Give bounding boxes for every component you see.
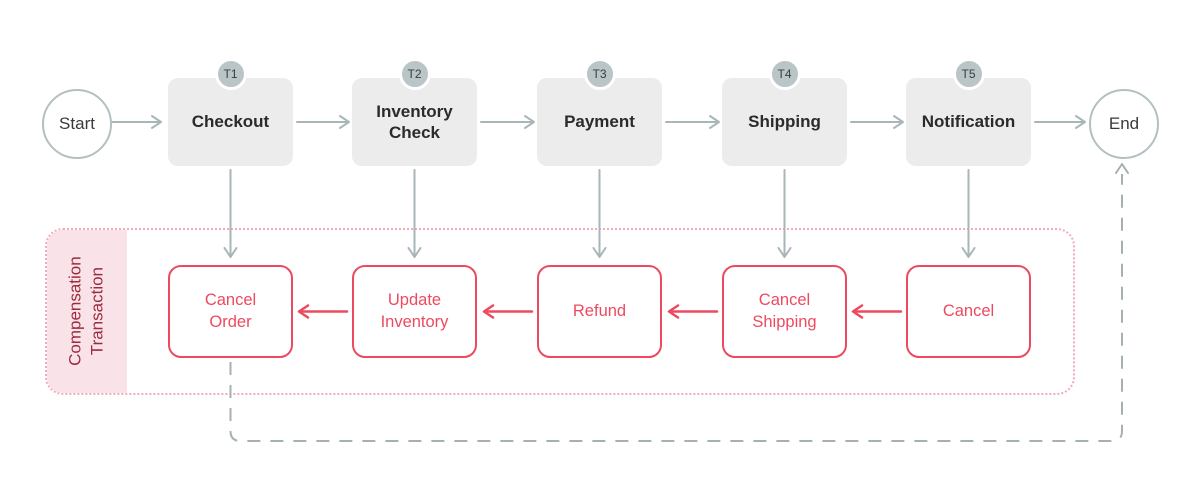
arrow-checkout-to-inventory-check <box>296 115 350 129</box>
comp-step-refund: Refund <box>537 265 662 358</box>
step-label-notification: Notification <box>921 112 1016 132</box>
step-badge-t4: T4 <box>768 58 801 90</box>
comp-step-cancel-order: Cancel Order <box>168 265 293 358</box>
step-checkout: T1 Checkout <box>168 58 293 166</box>
comp-step-cancel-shipping: Cancel Shipping <box>722 265 847 358</box>
step-inventory-check: T2 Inventory Check <box>352 58 477 166</box>
node-end: End <box>1089 89 1159 159</box>
step-badge-t2: T2 <box>398 58 431 90</box>
comp-label-refund: Refund <box>572 301 627 320</box>
comp-label-update-inventory: Update Inventory <box>380 291 449 331</box>
arrow-shipping-to-notification <box>850 115 904 129</box>
step-badge-t3: T3 <box>583 58 616 90</box>
step-shipping: T4 Shipping <box>722 58 847 166</box>
step-label-shipping: Shipping <box>748 112 821 132</box>
comp-label-cancel-shipping: Cancel Shipping <box>752 291 817 331</box>
step-badge-t5: T5 <box>952 58 985 90</box>
step-badge-t1: T1 <box>214 58 247 90</box>
arrow-start-to-checkout <box>109 115 162 129</box>
comp-step-update-inventory: Update Inventory <box>352 265 477 358</box>
step-label-checkout: Checkout <box>191 112 270 132</box>
comp-label-cancel-order: Cancel Order <box>204 291 257 331</box>
start-label: Start <box>59 114 95 133</box>
compensation-title: Compensation Transaction <box>65 256 107 367</box>
comp-step-cancel: Cancel <box>906 265 1031 358</box>
step-notification: T5 Notification <box>906 58 1031 166</box>
arrow-notification-to-end <box>1034 115 1086 129</box>
step-label-inventory-check: Inventory Check <box>376 101 453 142</box>
comp-label-cancel: Cancel <box>942 301 995 320</box>
arrow-payment-to-shipping <box>665 115 720 129</box>
compensation-label-strip: Compensation Transaction <box>47 230 127 393</box>
arrow-inventory-check-to-payment <box>480 115 535 129</box>
step-payment: T3 Payment <box>537 58 662 166</box>
node-start: Start <box>42 89 112 159</box>
end-label: End <box>1108 114 1140 133</box>
step-label-payment: Payment <box>564 112 635 132</box>
